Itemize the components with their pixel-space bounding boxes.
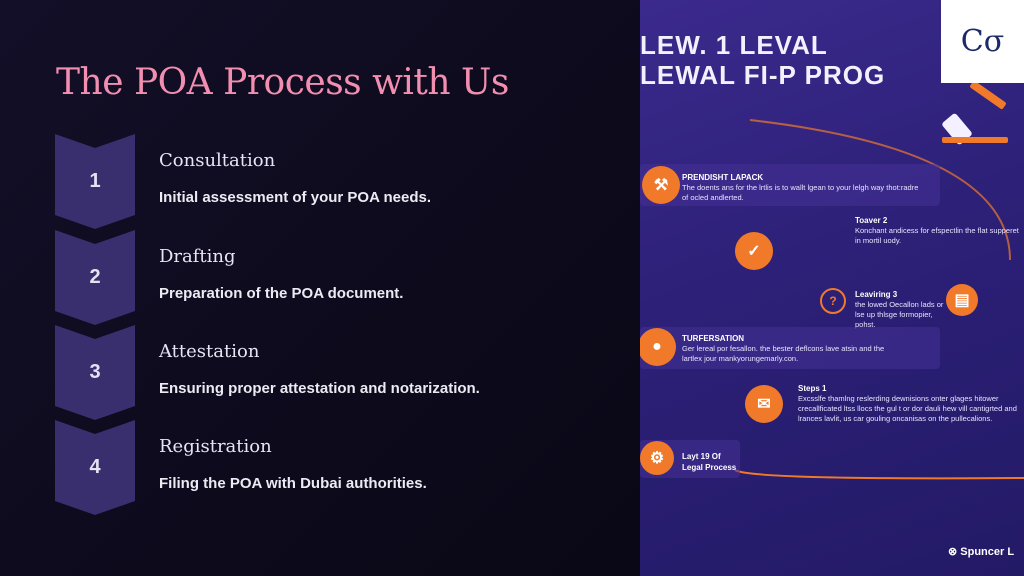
- step-number: 2: [89, 266, 101, 288]
- infographic-item-text: Excsslfe thamlng reslerding dewnisions o…: [798, 394, 1017, 423]
- infographic-item-text: the lowed Oecallon lads or lse up thlsge…: [855, 300, 944, 329]
- infographic-item-text: Ger lereal por fesallon. the bester defl…: [682, 344, 885, 363]
- gavel-icon: [942, 81, 1008, 145]
- step-chevron: [55, 325, 135, 420]
- process-step-registration: 4 Registration Filing the POA with Dubai…: [55, 420, 595, 515]
- brand-logo: Cσ: [941, 0, 1024, 83]
- content-panel: The POA Process with Us 1 Consultation I…: [0, 0, 640, 576]
- infographic-item-text: The doents ans for the lrtlis is to wall…: [682, 183, 919, 202]
- infographic-header-line2: LEWAL FI-P PROG: [640, 60, 886, 90]
- process-step-drafting: 2 Drafting Preparation of the POA docume…: [55, 230, 595, 325]
- question-icon: ?: [820, 288, 846, 314]
- step-title: Attestation: [159, 341, 260, 362]
- infographic-footer: ⊗ Spuncer L: [948, 546, 1015, 558]
- step-description: Initial assessment of your POA needs.: [159, 189, 432, 206]
- infographic-item-title: Steps 1: [798, 384, 827, 393]
- infographic-item-text: Konchant andicess for efspectlin the fla…: [855, 226, 1019, 245]
- step-number: 3: [89, 361, 101, 383]
- infographic-card: [640, 327, 940, 369]
- infographic-item-title: TURFERSATION: [682, 334, 745, 343]
- step-title: Drafting: [159, 246, 236, 267]
- gavel-icon: ⚒: [642, 166, 680, 204]
- infographic-card: [640, 164, 940, 206]
- footer-text: Spuncer L: [960, 546, 1015, 558]
- step-chevron: [55, 420, 135, 515]
- infographic-header-line1: LEW. 1 LEVAL: [640, 30, 828, 60]
- step-number: 4: [89, 456, 101, 478]
- document-icon: ▤: [946, 284, 978, 316]
- step-description: Filing the POA with Dubai authorities.: [159, 475, 427, 492]
- infographic-item-title: PRENDISHT LAPACK: [682, 173, 764, 182]
- step-description: Preparation of the POA document.: [159, 285, 404, 302]
- step-description: Ensuring proper attestation and notariza…: [159, 380, 480, 397]
- infographic-image: LEW. 1 LEVAL LEWAL FI-P PROG ⚒ PRENDISHT…: [640, 0, 1024, 576]
- timeline-lines: [734, 119, 1024, 480]
- user-icon: ●: [640, 328, 676, 366]
- process-step-attestation: 3 Attestation Ensuring proper attestatio…: [55, 325, 595, 420]
- step-number: 1: [89, 170, 101, 192]
- process-step-consultation: 1 Consultation Initial assessment of you…: [55, 134, 595, 229]
- step-chevron: [55, 230, 135, 325]
- step-title: Registration: [159, 436, 272, 457]
- step-chevron: [55, 134, 135, 229]
- step-title: Consultation: [159, 150, 276, 171]
- check-badge-icon: ✓: [735, 232, 773, 270]
- gear-icon: ⚙: [640, 441, 674, 475]
- infographic-item-title: Leaviring 3: [855, 290, 898, 299]
- chat-icon: ✉: [745, 385, 783, 423]
- page-title: The POA Process with Us: [56, 62, 509, 103]
- infographic-item-title: Toaver 2: [855, 216, 888, 225]
- infographic-item-title: Layt 19 Of Legal Process: [682, 452, 737, 472]
